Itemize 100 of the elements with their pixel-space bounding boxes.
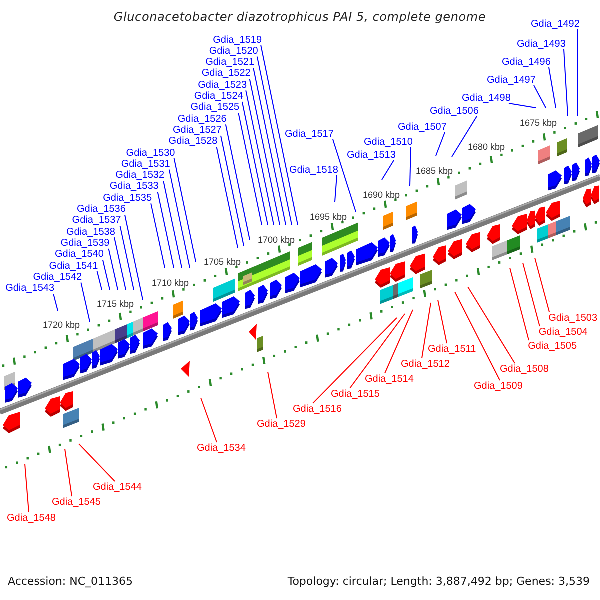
leader-line	[382, 160, 394, 180]
gene-label: Gdia_1506	[430, 106, 479, 116]
scale-label: 1715 kbp	[97, 298, 134, 310]
leader-line	[253, 68, 286, 226]
gene-label: Gdia_1525	[190, 102, 240, 114]
accession-text: Accession: NC_011365	[8, 575, 134, 589]
gene-label: Gdia_1544	[93, 482, 142, 492]
gene-label: Gdia_1528	[168, 136, 218, 148]
gene-label: Gdia_1533	[110, 181, 159, 192]
leader-line	[454, 292, 500, 381]
leader-line	[216, 146, 238, 248]
leader-line	[102, 260, 110, 290]
gene-label: Gdia_1540	[55, 249, 104, 260]
gene-label: Gdia_1523	[198, 80, 248, 91]
leader-line	[246, 90, 274, 226]
gene-label: Gdia_1527	[173, 124, 222, 136]
leader-line	[438, 300, 448, 344]
gene-label: Gdia_1509	[474, 380, 523, 392]
scale-label: 1710 kbp	[152, 278, 190, 288]
leader-line	[384, 310, 414, 374]
leader-line	[332, 139, 356, 212]
gene-label: Gdia_1537	[72, 215, 122, 226]
leader-line	[168, 169, 190, 268]
gene-label: Gdia_1513	[347, 150, 396, 160]
gene-label: Gdia_1493	[517, 38, 566, 50]
gene-label: Gdia_1514	[365, 374, 414, 384]
gene-label: Gdia_1529	[257, 418, 306, 430]
scale-label: 1690 kbp	[363, 190, 400, 200]
leader-line	[242, 102, 268, 226]
leader-line	[534, 85, 546, 108]
gene-label: Gdia_1512	[401, 358, 450, 370]
leader-line	[508, 103, 536, 108]
scale-label: 1705 kbp	[204, 256, 242, 268]
scale-label: 1700 kbp	[258, 234, 296, 246]
leader-line	[422, 302, 432, 359]
gene-label: Gdia_1520	[209, 46, 258, 57]
gene-label: Gdia_1517	[285, 128, 334, 140]
leader-line	[334, 175, 338, 202]
leader-line	[452, 116, 478, 158]
gene-label: Gdia_1522	[202, 68, 251, 80]
gene-label: Gdia_1516	[293, 404, 342, 414]
gene-label: Gdia_1539	[60, 238, 110, 249]
gene-label: Gdia_1542	[33, 272, 82, 283]
leader-line	[350, 314, 406, 389]
leader-line	[225, 124, 250, 240]
leader-line	[120, 226, 134, 290]
leader-line	[312, 318, 398, 404]
scale-label: 1685 kbp	[416, 166, 454, 176]
gene-label: Gdia_1535	[103, 192, 152, 204]
leader-line	[108, 248, 118, 290]
leader-line	[410, 147, 412, 186]
gene-label: Gdia_1538	[66, 226, 116, 238]
leader-line	[564, 49, 568, 116]
scale-label: 1675 kbp	[520, 118, 558, 128]
leader-line	[249, 78, 280, 226]
genome-summary-text: Topology: circular; Length: 3,887,492 bp; Genes: 3,539	[288, 575, 590, 589]
leader-line	[78, 444, 116, 482]
gene-label: Gdia_1496	[502, 56, 551, 68]
leader-line	[24, 464, 30, 513]
leader-line	[150, 203, 166, 268]
gene-label: Gdia_1510	[364, 136, 413, 148]
leader-line	[114, 237, 126, 290]
gene-label: Gdia_1541	[49, 260, 98, 272]
gene-label: Gdia_1503	[548, 312, 598, 324]
leader-line	[436, 132, 446, 156]
gene-label: Gdia_1492	[531, 18, 580, 30]
gene-label: Gdia_1507	[398, 122, 447, 132]
leader-line	[534, 258, 550, 313]
gene-label: Gdia_1543	[6, 283, 55, 294]
gene-label: Gdia_1534	[197, 442, 246, 454]
leader-line	[256, 56, 292, 226]
gene-label: Gdia_1508	[500, 364, 549, 374]
leader-line	[157, 192, 174, 268]
scale-label: 1695 kbp	[310, 212, 348, 222]
gene-label: Gdia_1497	[487, 74, 536, 86]
leader-line	[468, 286, 516, 364]
gene-label: Gdia_1515	[331, 388, 380, 400]
scale-label: 1680 kbp	[468, 142, 506, 152]
gene-label: Gdia_1532	[116, 170, 165, 182]
gene-label: Gdia_1531	[121, 158, 170, 170]
gene-label: Gdia_1511	[428, 344, 476, 354]
gene-label: Gdia_1530	[126, 148, 176, 158]
scale-label: 1720 kbp	[43, 320, 80, 330]
gene-label: Gdia_1498	[462, 92, 511, 104]
leader-line	[124, 214, 144, 300]
leader-line	[522, 262, 540, 327]
gene-label: Gdia_1524	[194, 91, 244, 102]
leader-line	[53, 294, 58, 312]
leader-line	[96, 271, 102, 290]
gene-label: Gdia_1518	[290, 164, 338, 176]
gene-label: Gdia_1505	[528, 340, 578, 352]
gene-label: Gdia_1504	[538, 326, 588, 338]
leader-line	[260, 45, 298, 226]
gene-label: Gdia_1526	[178, 114, 227, 125]
gene-label: Gdia_1521	[206, 57, 255, 68]
leader-line	[510, 268, 530, 341]
leader-line	[64, 448, 72, 497]
leader-line	[220, 135, 244, 246]
gene-label: Gdia_1545	[52, 496, 101, 508]
leader-line	[200, 398, 218, 443]
